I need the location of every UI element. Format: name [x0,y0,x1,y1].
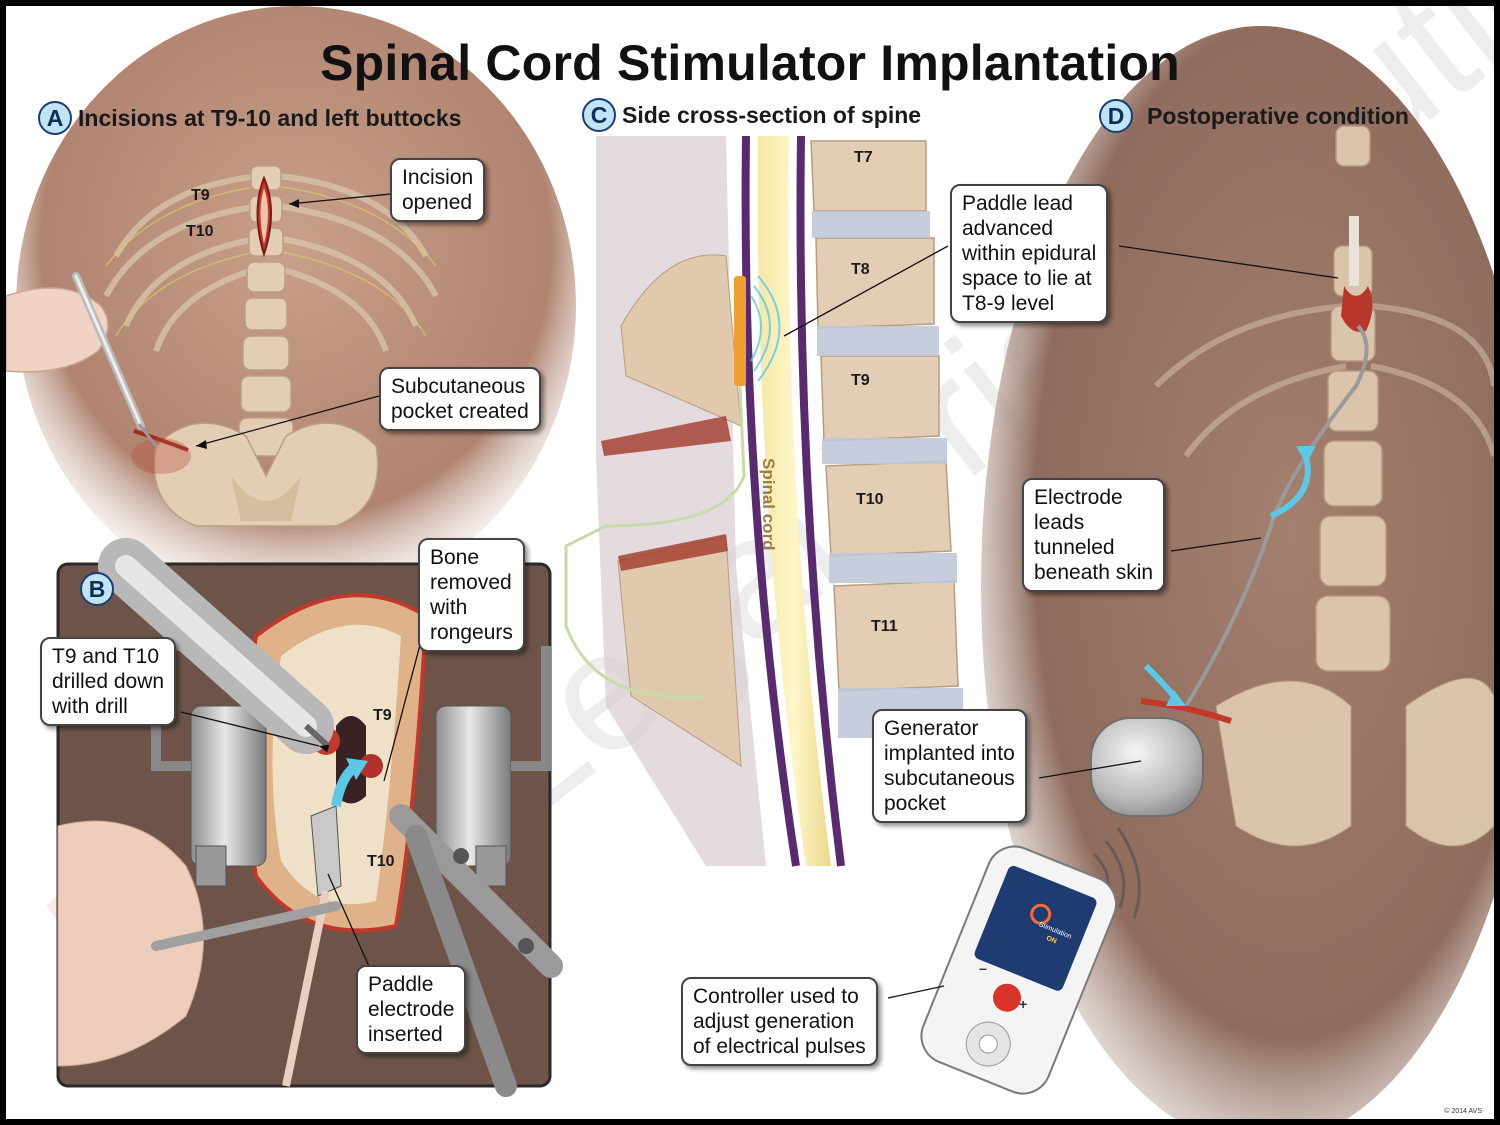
level-label-c-t10: T10 [856,491,884,508]
callout-paddle-inserted: Paddle electrode inserted [356,965,467,1054]
section-a-header: A Incisions at T9-10 and left buttocks [38,101,461,135]
level-label-a-t10: T10 [186,223,214,240]
section-c-header: C Side cross-section of spine [582,98,921,132]
copyright-notice: © 2014 AVS [1444,1108,1482,1115]
section-c-badge: C [582,98,616,132]
level-label-c-t9: T9 [851,372,870,389]
page-title: Spinal Cord Stimulator Implantation [320,35,1180,91]
controller-plus-button: + [1019,996,1028,1012]
level-label-b-t9: T9 [373,707,392,724]
section-b-header: B [80,572,120,606]
section-d-badge: D [1099,99,1133,133]
section-a-title: Incisions at T9-10 and left buttocks [78,104,462,131]
level-label-c-t7: T7 [854,149,873,166]
level-label-c-t11: T11 [871,618,898,635]
panel-d-postoperative [920,26,1494,1119]
callout-controller: Controller used to adjust generation of … [681,977,878,1066]
callout-electrode-leads: Electrode leads tunneled beneath skin [1022,478,1166,592]
panel-a-torso [6,6,576,606]
section-a-badge: A [38,101,72,135]
callout-drilled-down: T9 and T10 drilled down with drill [40,637,177,726]
controller-minus-button: – [979,960,987,976]
anatomy-artwork: Legal Trial Solutions [6,6,1494,1119]
section-c-title: Side cross-section of spine [622,101,922,128]
level-label-b-t10: T10 [367,853,395,870]
callout-generator: Generator implanted into subcutaneous po… [872,709,1027,823]
section-d-header: D Postoperative condition [1099,99,1409,133]
level-label-c-t8: T8 [851,261,870,278]
illustration-page: Legal Trial Solutions [6,6,1494,1119]
section-d-title: Postoperative condition [1147,102,1409,129]
panel-b-surgical-view [56,538,563,1097]
callout-subcutaneous-pocket: Subcutaneous pocket created [379,367,541,431]
callout-paddle-advanced: Paddle lead advanced within epidural spa… [950,184,1109,323]
callout-incision-opened: Incision opened [390,158,486,222]
level-label-a-t9: T9 [191,187,210,204]
controller-device [920,845,1117,1095]
section-b-badge: B [80,572,114,606]
spinal-cord-label: Spinal cord [759,458,778,551]
callout-bone-removed: Bone removed with rongeurs [418,538,525,652]
